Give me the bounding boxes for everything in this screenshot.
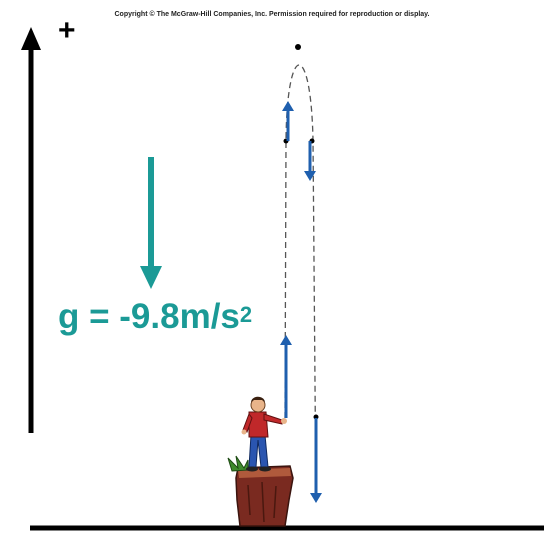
positive-direction-label: + [58, 14, 76, 47]
vertical-axis [21, 27, 41, 433]
gravity-exponent: 2 [239, 302, 253, 327]
copyright-notice: Copyright © The McGraw-Hill Companies, I… [114, 11, 430, 18]
trajectory-points [283, 44, 319, 420]
gravity-label: g = -9.8m/s2 [58, 297, 252, 337]
apex-point [295, 44, 301, 50]
trajectory-path [284, 64, 317, 506]
cliff-icon [235, 465, 294, 527]
person-icon [241, 396, 287, 472]
velocity-arrows [280, 101, 322, 503]
plant-icon [227, 455, 249, 472]
gravity-arrow-icon [140, 157, 162, 289]
gravity-label-text: g = -9.8m/s [58, 297, 240, 336]
axis-arrowhead-icon [21, 27, 41, 50]
